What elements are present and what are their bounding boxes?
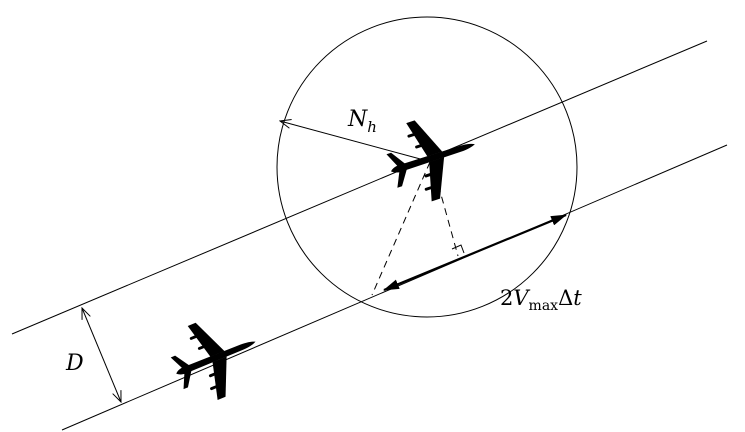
distance-label: 2VmaxΔt — [500, 286, 582, 314]
protected-zone-circle — [276, 16, 578, 318]
radius-arrow — [280, 121, 425, 161]
airplane-icon — [161, 304, 271, 411]
distance-arrow — [383, 213, 567, 292]
radius-label: Nh — [347, 107, 377, 136]
right-angle-mark — [451, 244, 465, 254]
corridor-line-upper — [11, 40, 708, 335]
corridor-line-lower — [61, 144, 728, 431]
separation-label: D — [65, 351, 84, 376]
airplane-icon — [378, 104, 488, 211]
separation-arrow — [82, 308, 121, 402]
